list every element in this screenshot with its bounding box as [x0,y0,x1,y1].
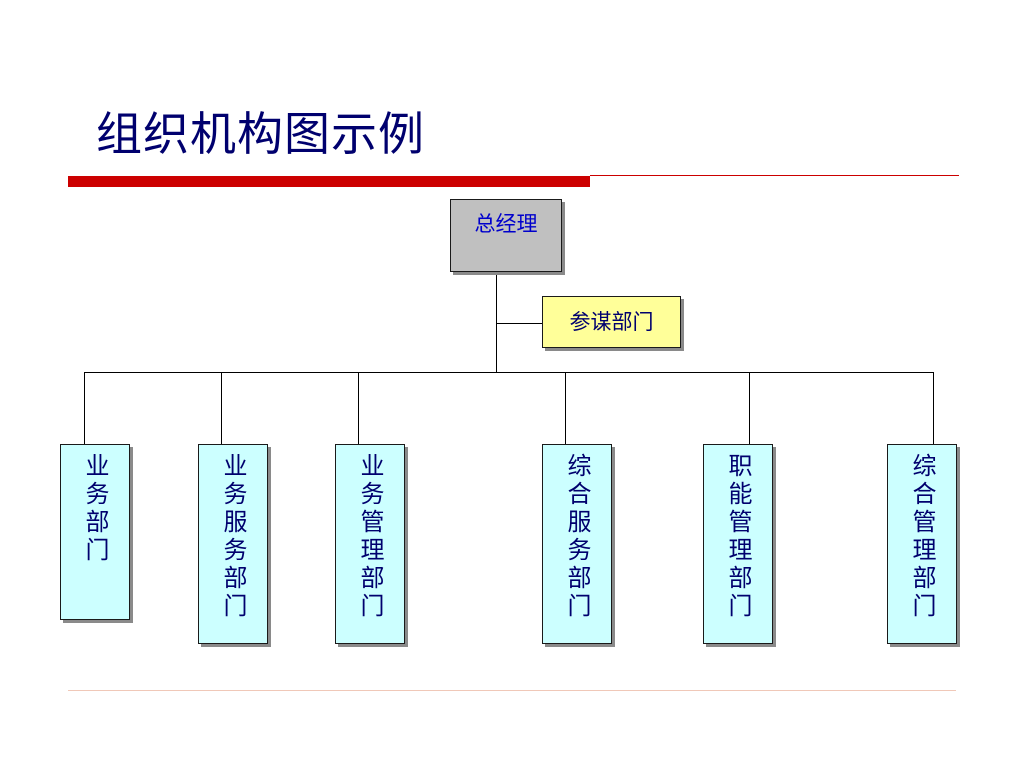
title-underline-thin [590,175,959,176]
title-underline-thick [68,176,590,187]
department-label: 综合服务部门 [563,453,591,621]
department-label: 业务管理部门 [356,453,384,621]
node-general-manager-label: 总经理 [474,212,538,236]
connector-root-trunk [496,272,497,372]
connector-dept-1 [84,372,85,444]
footer-rule [68,690,956,691]
node-department-5: 职能管理部门 [703,444,773,644]
node-general-manager: 总经理 [450,199,562,272]
connector-dept-6 [933,372,934,444]
department-label: 业务部门 [81,453,109,565]
node-department-4: 综合服务部门 [542,444,612,644]
connector-dept-2 [221,372,222,444]
connector-horizontal-bus [84,372,933,373]
connector-dept-4 [565,372,566,444]
department-label: 综合管理部门 [908,453,936,621]
node-staff-department: 参谋部门 [542,296,681,348]
node-department-2: 业务服务部门 [198,444,268,644]
node-department-3: 业务管理部门 [335,444,405,644]
connector-staff [496,323,542,324]
department-label: 业务服务部门 [219,453,247,621]
connector-dept-5 [749,372,750,444]
slide-title: 组织机构图示例 [96,107,425,161]
department-label: 职能管理部门 [724,453,752,621]
node-department-1: 业务部门 [60,444,130,620]
connector-dept-3 [358,372,359,444]
node-staff-department-label: 参谋部门 [569,310,654,334]
node-department-6: 综合管理部门 [887,444,957,644]
